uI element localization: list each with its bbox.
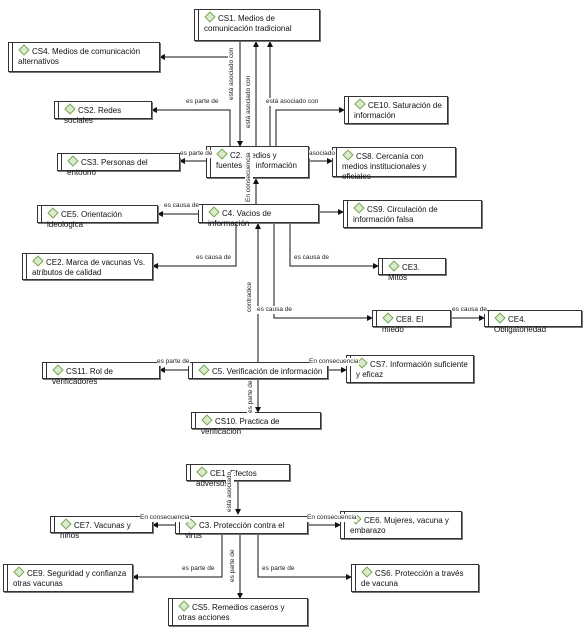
node-c4[interactable]: C4. Vacios de información [198,204,319,228]
concept-icon [13,566,25,578]
node-ce4[interactable]: CE4. Obligatoriedad [484,310,582,334]
concept-icon [361,566,373,578]
edge-label-c4-c2: En consecuencia [245,152,253,202]
edge-label-c2-cs3: es parte de [180,150,213,158]
edge-c4-ce2 [152,223,237,269]
edge-label-c2-cs8: asociado [309,150,336,158]
node-cs9[interactable]: CS9. Circulación de información falsa [343,200,482,228]
concept-icon [67,155,79,167]
concept-icon [353,202,365,214]
concept-icon [216,148,228,160]
edge-label-c4-ce8: es causa de [257,306,293,314]
node-cs8[interactable]: CS8. Cercanía con medios institucionales… [332,147,456,181]
concept-icon [208,206,220,218]
edge-label-c5-cs11: es parte de [157,358,190,366]
edge-c2-cs2 [151,107,231,146]
concept-icon [196,466,208,478]
edge-c4-ce8 [273,223,373,321]
node-cs3[interactable]: CS3. Personas del entoono [57,153,180,177]
concept-icon [204,11,216,23]
concept-icon [18,44,30,56]
concept-icon [494,312,506,324]
concept-icon [354,98,366,110]
edge-label-c4-ce5: es causa de [164,202,200,210]
node-ce2[interactable]: CE2. Marca de vacunas Vs. atributos de c… [22,253,153,280]
edge-c3-ce9 [132,534,223,580]
concept-icon [47,207,59,219]
node-c5[interactable]: C5. Verificación de información [188,362,328,379]
edge-label-c4-ce2: es causa de [196,254,232,262]
node-ce9[interactable]: CE9. Seguridad y confianza otras vacunas [3,564,133,592]
edge-label-c3-ce7: En consecuencia [140,514,190,522]
node-ce6[interactable]: CE6. Mujeres, vacuna y embarazo [340,511,462,539]
concept-icon [201,414,213,426]
node-ce8[interactable]: CE8. El miedo [372,310,451,334]
concept-icon [60,518,72,530]
node-cs2[interactable]: CS2. Redes sociales [54,101,152,125]
node-cs6[interactable]: CS6. Protección a través de vacuna [351,564,479,592]
node-cs4[interactable]: CS4. Medios de comunicación alternativos [8,42,160,72]
node-ce3[interactable]: CE3. Mitos [378,258,446,282]
edge-label-c3-cs6: es parte de [262,565,295,573]
node-ce7[interactable]: CE7. Vacunas y niños [50,516,153,540]
edge-c3-cs6 [257,534,352,580]
edge-c4-ce3 [289,223,379,269]
node-cs5[interactable]: CS5. Remedios caseros y otras acciones [168,598,308,626]
edge-label-c2-cs2: es parte de [186,98,219,106]
edge-label-cs1-c2-a: está asociado con [228,47,236,100]
edge-label-cs1-c2-b: está asociado con [245,75,253,128]
edge-label-c2-ce10: está asociado con [266,98,319,106]
node-cs7[interactable]: CS7. Información suficiente y eficaz [346,355,474,383]
concept-icon [382,312,394,324]
edge-label-c4-ce3: es causa de [294,254,330,262]
edge-label-ce1-c3: está asociado [226,471,234,512]
concept-icon [178,600,190,612]
node-ce1[interactable]: CE1. Efectos adversos [186,464,290,488]
concept-icon [388,260,400,272]
edge-label-c5-c4: contradice [246,282,254,312]
edge-label-c3-ce9: es parte de [182,565,215,573]
node-c3[interactable]: C3. Protección contra el virus [175,516,308,540]
node-cs11[interactable]: CS11. Rol de verificadores [42,362,160,386]
concept-icon [52,364,64,376]
edge-c2-ce10 [275,107,345,146]
concept-icon [342,149,354,161]
concept-icon [198,364,210,376]
edge-label-c5-cs10: es parte de [247,380,255,413]
node-ce10[interactable]: CE10. Saturación de información [344,96,448,124]
edge-label-c3-ce6: En consecuencia [307,514,357,522]
node-cs1[interactable]: CS1. Medios de comunicación tradicional [194,9,320,41]
edge-label-c3-cs5: es parte de [229,549,237,582]
edge-label-ce8-ce4: es causa de [452,306,488,314]
concept-icon [32,255,44,267]
node-ce5[interactable]: CE5. Orientación ideologica [37,205,158,229]
node-cs10[interactable]: CS10. Practica de verificación [191,412,321,436]
node-c2[interactable]: C2. Medios y fuentes de información [206,146,309,178]
edge-label-c5-cs7: En consecuencia [309,358,359,366]
concept-icon [64,103,76,115]
